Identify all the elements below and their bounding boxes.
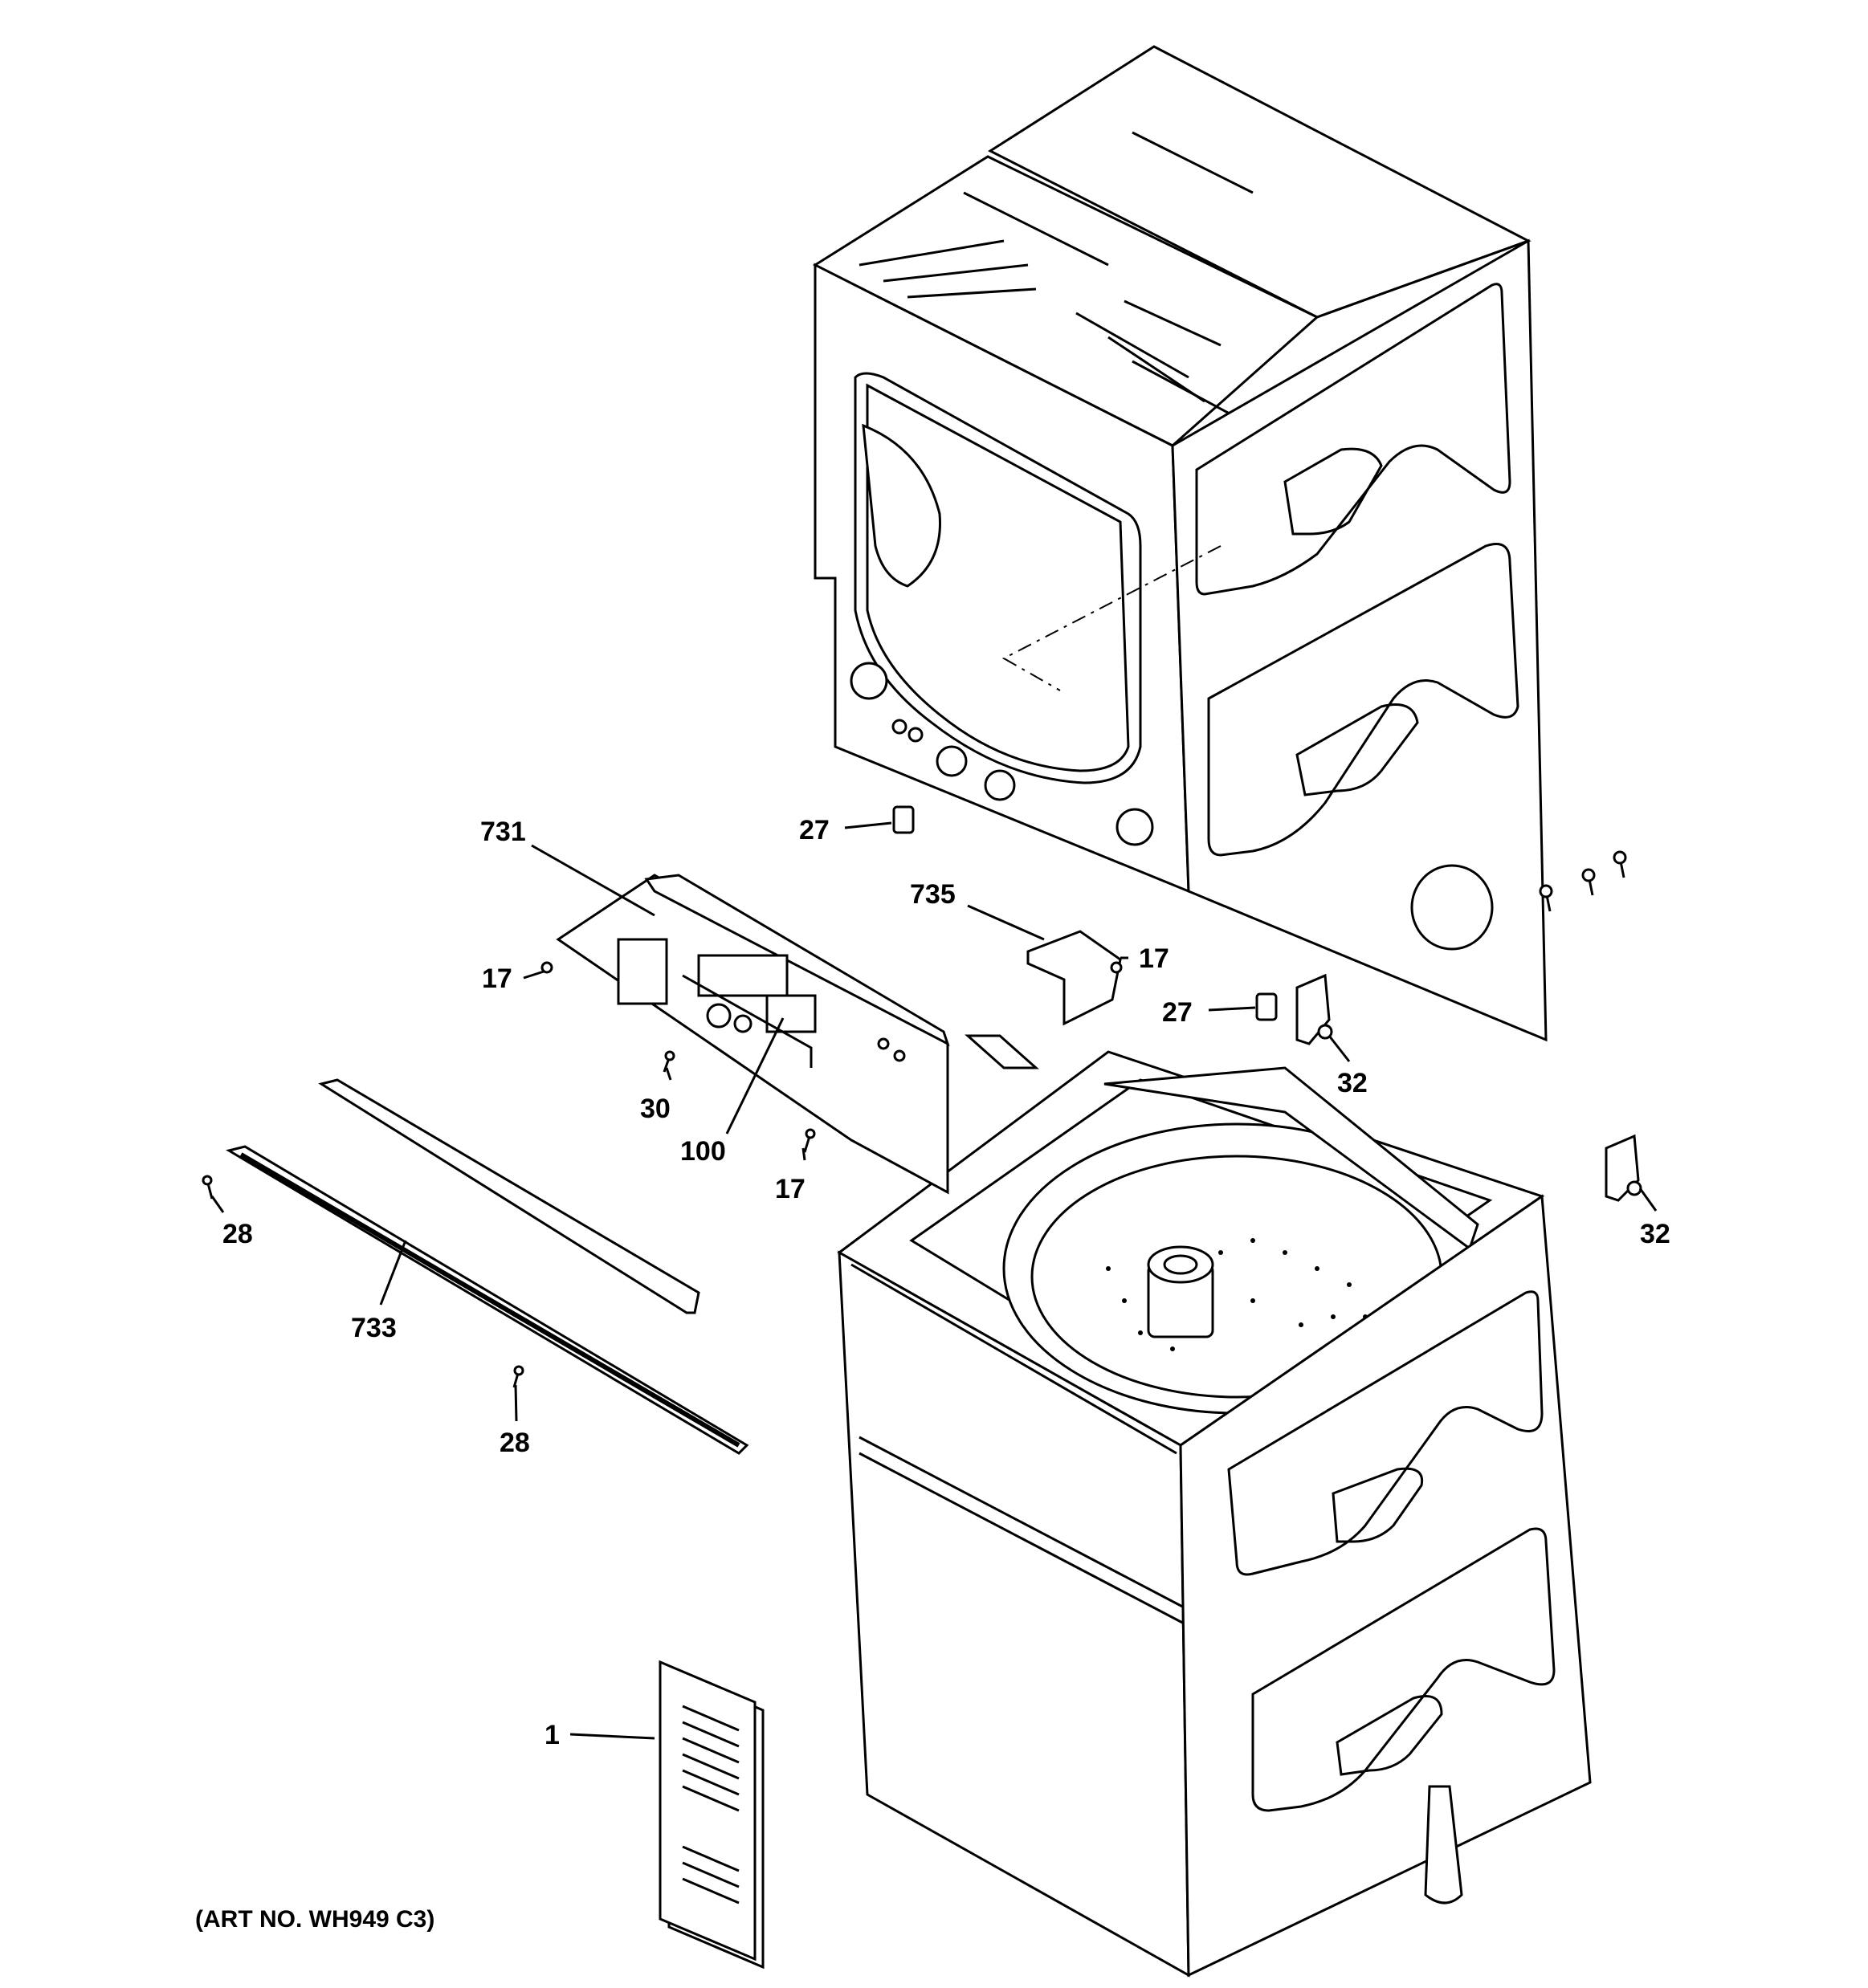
callout-27-upper: 27 xyxy=(799,815,830,845)
dryer-knob-left xyxy=(850,662,888,700)
callout-100: 100 xyxy=(680,1136,726,1167)
callout-27-lower: 27 xyxy=(1162,997,1193,1028)
bracket-32-lower xyxy=(1605,1134,1642,1202)
callout-32-lower: 32 xyxy=(1640,1219,1670,1249)
callout-28-bottom: 28 xyxy=(500,1428,530,1458)
owner-manual xyxy=(659,1660,765,1970)
dryer-knob-mid-right xyxy=(984,769,1016,801)
vent-fins xyxy=(859,191,1238,419)
callout-731: 731 xyxy=(480,817,526,847)
callout-30: 30 xyxy=(640,1094,671,1124)
callout-labels: 27 27 731 735 17 17 17 30 100 28 733 28 … xyxy=(195,815,1670,1933)
callout-17-left: 17 xyxy=(482,963,512,994)
dryer-knob-mid-left xyxy=(936,745,968,777)
bracket-735 xyxy=(1026,930,1122,1026)
control-board-assembly xyxy=(556,874,950,1195)
callout-28-left: 28 xyxy=(222,1219,253,1249)
clip-27-upper xyxy=(892,805,915,834)
callout-733: 733 xyxy=(351,1313,397,1343)
dryer-unit xyxy=(812,45,1548,1042)
panel-733 xyxy=(226,1078,749,1455)
callout-1: 1 xyxy=(544,1720,560,1750)
leader-lines xyxy=(210,821,1658,1740)
callout-17-bottom: 17 xyxy=(775,1174,806,1204)
washer-unit xyxy=(837,1034,1592,1978)
callout-17-right: 17 xyxy=(1139,943,1169,974)
clip-27-lower xyxy=(1255,992,1278,1021)
dryer-knob-right xyxy=(1115,808,1154,846)
callout-735: 735 xyxy=(910,879,956,910)
relay-block xyxy=(617,938,668,1005)
bracket-32-upper xyxy=(1295,973,1333,1045)
art-number: (ART NO. WH949 C3) xyxy=(195,1906,434,1933)
screws xyxy=(202,850,1627,1388)
callout-32-upper: 32 xyxy=(1337,1068,1368,1098)
